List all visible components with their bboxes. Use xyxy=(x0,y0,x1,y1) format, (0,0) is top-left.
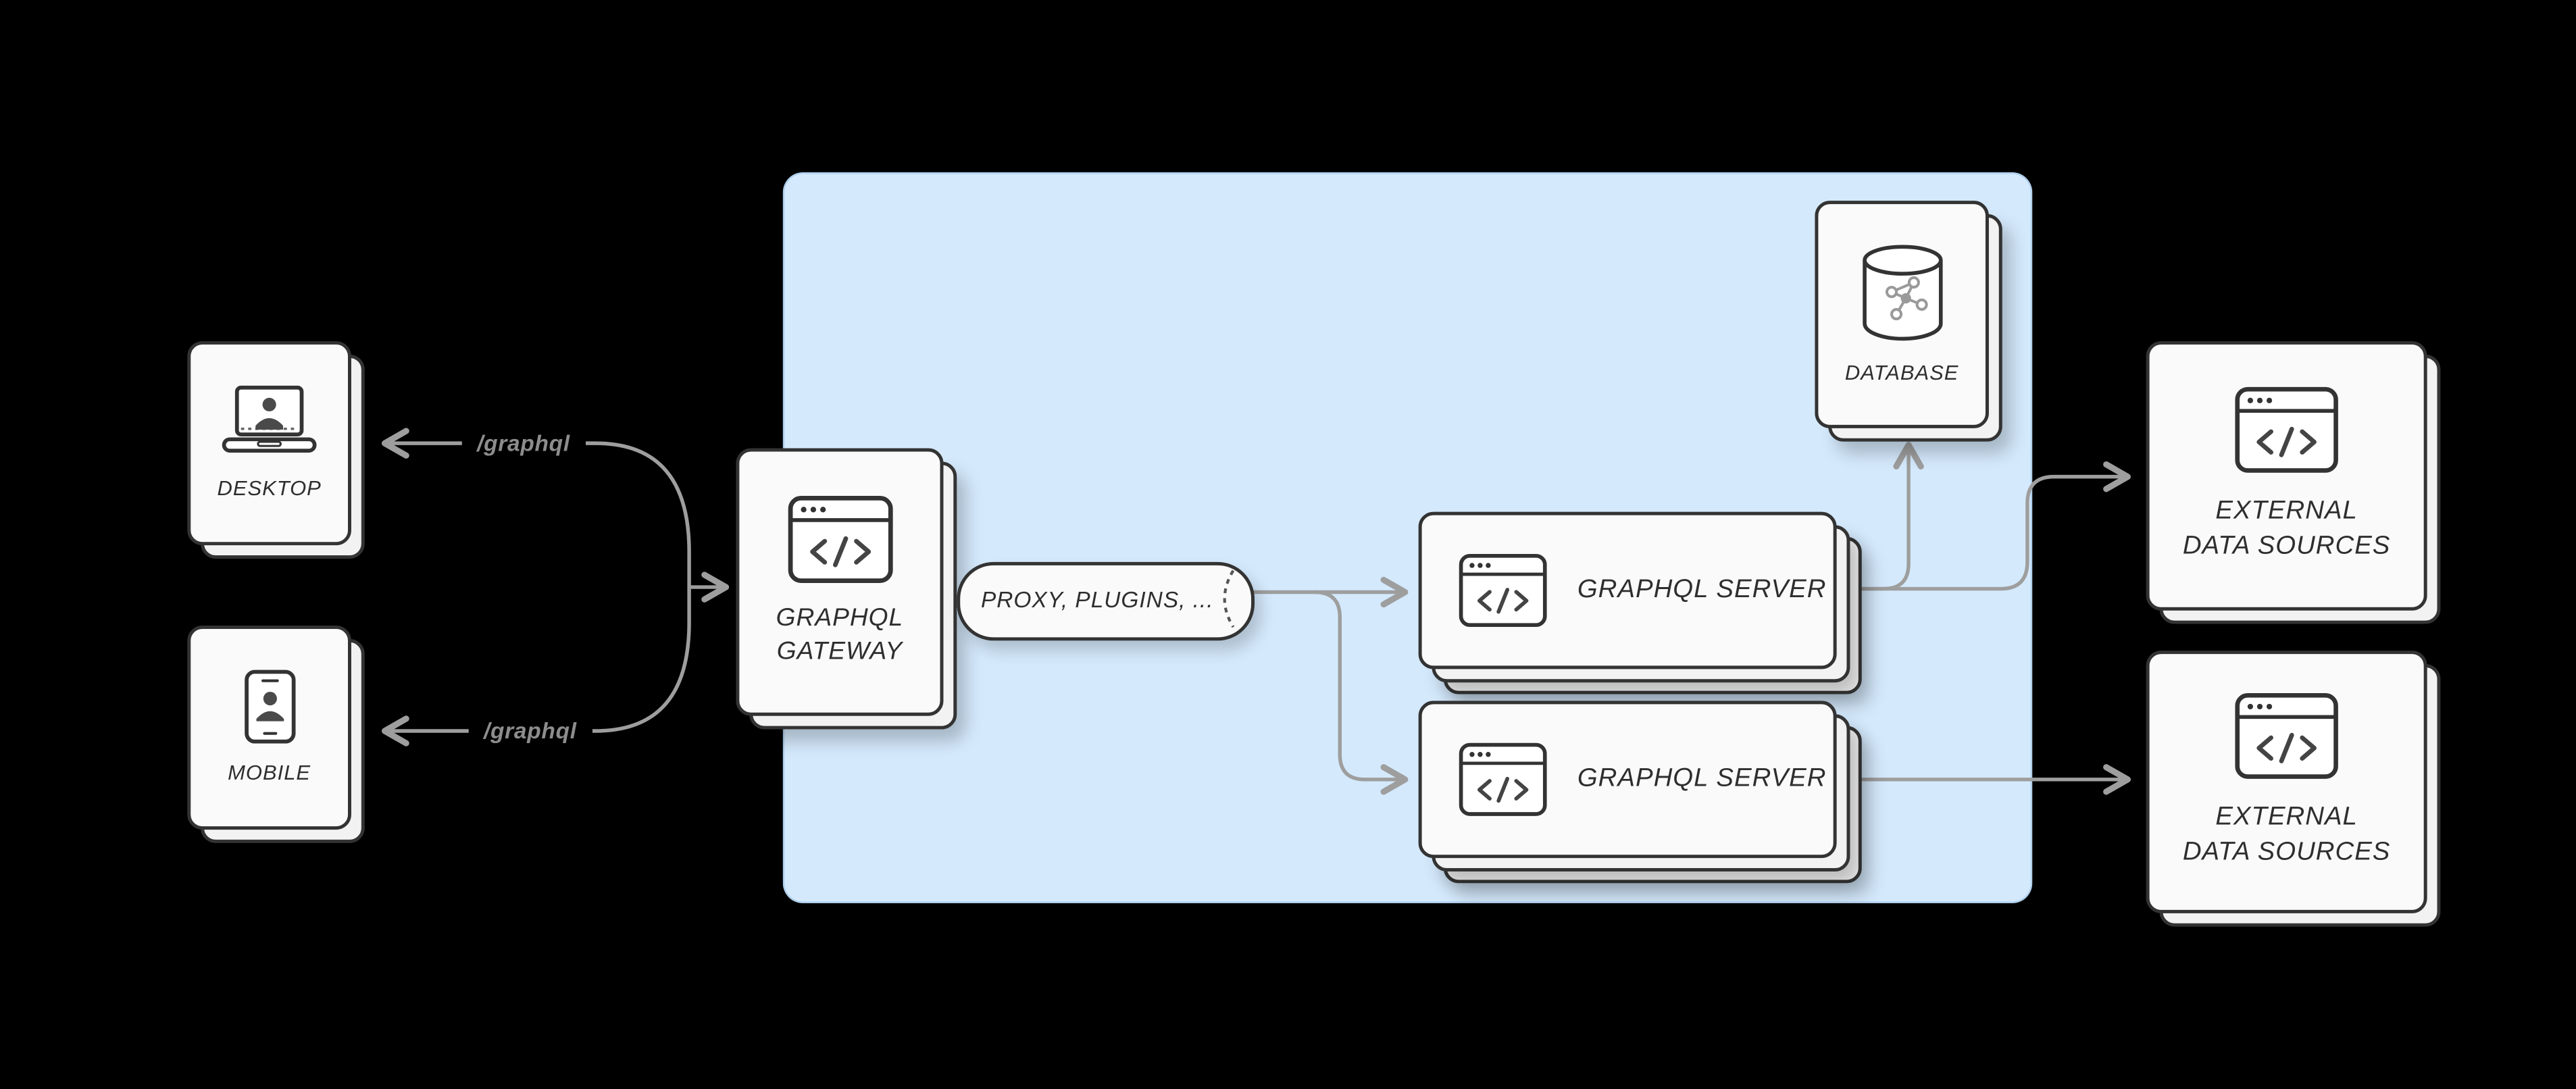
proxy-label: PROXY, PLUGINS, ... xyxy=(980,588,1214,613)
external-label: EXTERNAL DATA SOURCES xyxy=(2182,803,2391,867)
proxy-plugins-pill: PROXY, PLUGINS, ... xyxy=(957,561,1255,641)
browser-code-icon xyxy=(1459,553,1547,628)
laptop-icon xyxy=(222,384,317,452)
database-icon xyxy=(1862,244,1942,340)
external-label: EXTERNAL DATA SOURCES xyxy=(2182,497,2391,561)
external-data-sources-card-2: EXTERNAL DATA SOURCES xyxy=(2146,651,2441,927)
database-card: DATABASE xyxy=(1815,201,2002,442)
arrow-server-1-to-database xyxy=(1858,442,1924,591)
desktop-client-card: DESKTOP xyxy=(187,341,365,559)
gateway-label: GRAPHQL GATEWAY xyxy=(776,603,904,666)
arrow-proxy-to-server-2 xyxy=(1313,590,1409,795)
browser-code-icon xyxy=(787,495,892,583)
server-label: GRAPHQL SERVER xyxy=(1577,574,1827,603)
external-data-sources-card-1: EXTERNAL DATA SOURCES xyxy=(2146,341,2441,624)
arrow-gateway-to-mobile xyxy=(381,585,691,746)
route-label-mobile: /graphql xyxy=(468,715,592,747)
database-label: DATABASE xyxy=(1844,360,1959,384)
mobile-phone-icon xyxy=(243,669,295,743)
browser-code-icon xyxy=(2235,387,2338,473)
cylinder-cap-icon xyxy=(1223,569,1235,628)
server-label: GRAPHQL SERVER xyxy=(1577,763,1827,792)
browser-code-icon xyxy=(2235,693,2338,780)
arrow-gateway-to-desktop xyxy=(381,428,691,589)
arrow-server-1-to-external-1 xyxy=(1858,461,2131,591)
graphql-server-card-2: GRAPHQL SERVER xyxy=(1418,701,1862,884)
desktop-label: DESKTOP xyxy=(217,476,322,500)
graphql-gateway-card: GRAPHQL GATEWAY xyxy=(736,448,957,730)
route-label-desktop: /graphql xyxy=(461,427,586,459)
mobile-label: MOBILE xyxy=(228,760,311,784)
browser-code-icon xyxy=(1459,742,1547,816)
mobile-client-card: MOBILE xyxy=(187,626,365,843)
graphql-server-card-1: GRAPHQL SERVER xyxy=(1418,511,1862,694)
